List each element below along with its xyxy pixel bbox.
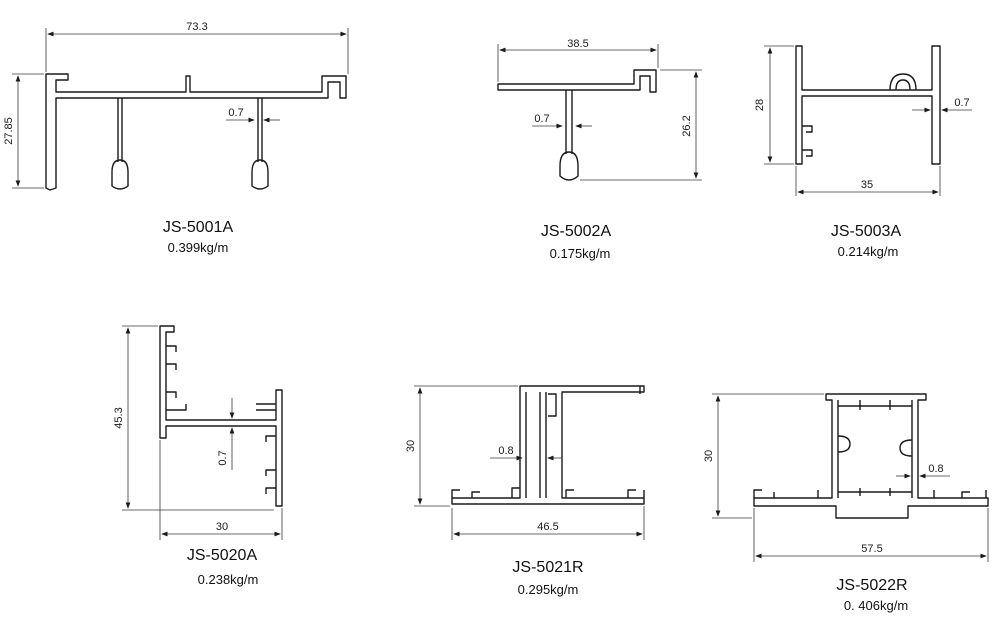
profile-js-5003a: 28 35 0.7 JS-5003A 0.214kg/m: [754, 45, 972, 259]
profile-js-5020a-dimensions: 45.3 30 0.7: [113, 325, 283, 540]
profile-js-5022r: 30 57.5 0.8 JS-5022R 0. 406kg/m: [703, 393, 989, 613]
dim-width-5002a: 38.5: [567, 38, 588, 50]
profile-code: JS-5022R: [836, 577, 907, 594]
dim-wall-5020a: 0.7: [217, 450, 229, 465]
dim-height-5022r: 30: [703, 450, 715, 462]
profile-js-5022r-shape: [753, 393, 989, 519]
profile-js-5020a: 45.3 30 0.7 JS-5020A 0.238kg/m: [113, 325, 283, 587]
profile-js-5021r: 30 46.5 0.8 JS-5021R 0.295kg/m: [405, 385, 645, 597]
dim-width-5022r: 57.5: [861, 543, 882, 555]
dim-width-5020a: 30: [216, 521, 228, 533]
dim-width-5001a: 73.3: [186, 21, 207, 33]
profile-js-5002a: 38.5 26.2 0.7 JS-5002A 0.175kg/m: [497, 38, 702, 261]
dim-width-5003a: 35: [861, 179, 873, 191]
profile-weight: 0.295kg/m: [518, 582, 579, 597]
profile-js-5002a-dimensions: 38.5 26.2 0.7: [497, 38, 702, 181]
dim-height-5002a: 26.2: [681, 115, 693, 136]
profile-js-5003a-dimensions: 28 35 0.7: [754, 45, 972, 196]
dim-wall-5022r: 0.8: [928, 463, 943, 475]
profile-weight: 0. 406kg/m: [844, 598, 908, 613]
profile-code: JS-5003A: [831, 223, 902, 240]
profile-code: JS-5001A: [163, 219, 234, 236]
profile-js-5001a-dimensions: 73.3 27.85 0.7: [3, 21, 349, 189]
profile-js-5021r-shape: [451, 385, 645, 505]
profile-weight: 0.175kg/m: [550, 246, 611, 261]
profile-js-5001a-shape: [45, 73, 347, 191]
profile-code: JS-5021R: [512, 559, 583, 576]
profile-weight: 0.399kg/m: [168, 240, 229, 255]
profile-js-5002a-shape: [497, 69, 657, 181]
profile-weight: 0.214kg/m: [838, 244, 899, 259]
profile-code: JS-5020A: [187, 547, 258, 564]
dim-height-5003a: 28: [754, 99, 766, 111]
dim-wall-5021r: 0.8: [498, 445, 513, 457]
dim-wall-5002a: 0.7: [534, 113, 549, 125]
dim-height-5021r: 30: [405, 440, 417, 452]
profile-js-5020a-shape: [159, 325, 283, 507]
dim-height-5020a: 45.3: [113, 407, 125, 428]
profile-js-5021r-dimensions: 30 46.5 0.8: [405, 385, 645, 540]
dim-wall-5003a: 0.7: [954, 97, 969, 109]
profile-js-5001a: 73.3 27.85 0.7 JS-5001A 0.399kg/m: [3, 21, 349, 255]
dim-wall-5001a: 0.7: [228, 107, 243, 119]
profile-js-5003a-shape: [795, 45, 941, 165]
profile-weight: 0.238kg/m: [198, 572, 259, 587]
profile-js-5022r-dimensions: 30 57.5 0.8: [703, 393, 989, 562]
dim-width-5021r: 46.5: [537, 521, 558, 533]
profile-code: JS-5002A: [541, 223, 612, 240]
dim-height-5001a: 27.85: [3, 117, 15, 145]
